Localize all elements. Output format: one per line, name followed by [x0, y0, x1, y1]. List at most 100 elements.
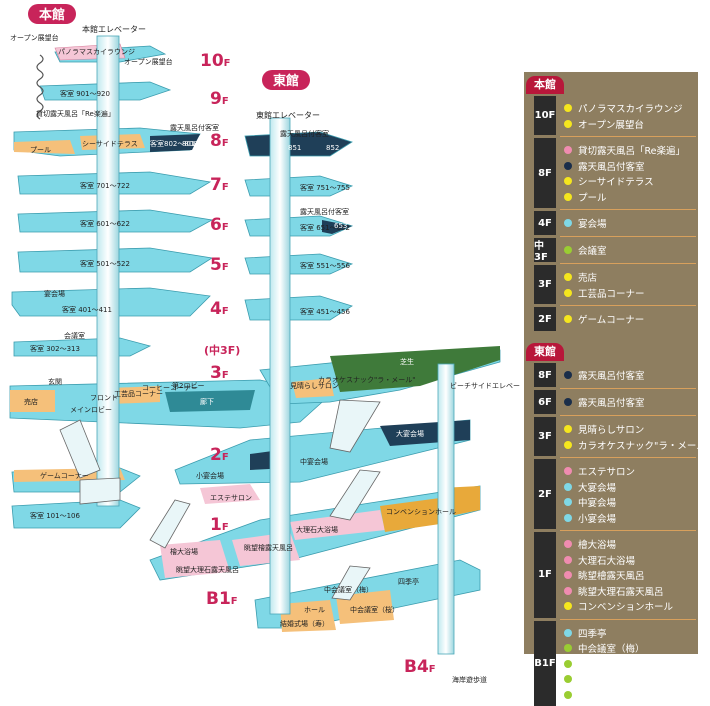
legend-separator	[560, 263, 696, 264]
legend-item: ゲームコーナー	[564, 311, 644, 327]
legend-separator	[560, 209, 696, 210]
label-mid-conf-ume: 中会議室（梅）	[324, 585, 373, 594]
label-hall: ホール	[304, 606, 325, 614]
label-rotenburo-east8: 露天風呂付客室	[280, 129, 329, 138]
legend-dot-icon	[564, 556, 572, 564]
legend-dot-icon	[564, 162, 572, 170]
legend-item: 宴会場	[564, 215, 607, 231]
legend-separator	[560, 415, 696, 416]
label-lawn: 芝生	[400, 357, 414, 366]
label-lobby2: 第2ロビー	[172, 381, 204, 390]
legend-item: 四季亭	[564, 625, 607, 641]
main-elevator-shaft	[97, 36, 119, 506]
legend-dot-icon	[564, 146, 572, 154]
label-chobo-hinoki: 眺望檜露天風呂	[244, 543, 293, 552]
legend-item-label: 中宴会場	[578, 495, 616, 509]
legend-dot-icon	[564, 177, 572, 185]
floor-label-7f: 7F	[210, 175, 229, 195]
legend-dot-icon	[564, 193, 572, 201]
legend-item-label: 中会議室（桜）	[578, 657, 645, 671]
legend-dot-icon	[564, 289, 572, 297]
legend-item: パノラマスカイラウンジ	[564, 100, 683, 116]
legend-item: 露天風呂付客室	[564, 394, 645, 410]
legend-item-label: 大宴会場	[578, 480, 616, 494]
label-kashikiri: 貸切露天風呂「Re楽遍」	[36, 109, 115, 118]
legend-item: 中会議室（桜）	[564, 656, 645, 672]
legend-dot-icon	[564, 273, 572, 281]
label-beachside-elevator: ビーチサイドエレベーター	[450, 381, 520, 390]
legend-dot-icon	[564, 467, 572, 475]
legend-item: コンベンションホール	[564, 598, 673, 614]
floor-label-3f: 3F	[210, 363, 229, 383]
legend-item: 会議室	[564, 242, 607, 258]
legend-separator	[560, 136, 696, 137]
legend-item: プール	[564, 189, 607, 205]
label-r302: 客室 302～313	[30, 344, 80, 353]
legend-dot-icon	[564, 629, 572, 637]
floor-label-5f: 5F	[210, 255, 229, 275]
legend-floor-b1f: B1F	[534, 621, 556, 706]
legend-item: 檜大浴場	[564, 536, 616, 552]
label-convention: コンベンションホール	[386, 508, 456, 516]
legend-floor-8f: 8F	[534, 363, 556, 387]
label-hall-mid: 中宴会場	[300, 457, 328, 466]
label-r751: 客室 751～755	[300, 183, 350, 192]
legend-item: 中会議室（梅）	[564, 640, 645, 656]
east-building-title: 東館	[273, 73, 299, 89]
legend-dot-icon	[564, 120, 572, 128]
legend-dot-icon	[564, 587, 572, 595]
label-entrance: 玄関	[48, 377, 62, 386]
label-karaoke: カラオケスナック"ラ・メール"	[318, 376, 415, 384]
legend-dot-icon	[564, 219, 572, 227]
legend-floor-3f: 3F	[534, 265, 556, 304]
label-meeting-room: 会議室	[64, 331, 85, 340]
legend-item: 露天風呂付客室	[564, 158, 645, 174]
legend-item-label: 眺望檜露天風呂	[578, 568, 645, 582]
legend-item-label: 大理石大浴場	[578, 553, 635, 567]
legend-main-head: 本館	[526, 76, 564, 94]
label-east-elevator: 東館エレベーター	[256, 110, 320, 120]
label-mid-conf-sakura: 中会議室（桜）	[350, 605, 399, 614]
legend-separator	[560, 530, 696, 531]
legend-item: 見晴らしサロン	[564, 421, 644, 437]
legend-item-label: 売店	[578, 270, 597, 284]
legend-item-label: 見晴らしサロン	[578, 422, 644, 436]
label-r401: 客室 401～411	[62, 305, 112, 314]
label-seaside: シーサイドテラス	[82, 140, 138, 148]
legend-item-label: シーサイドテラス	[578, 174, 654, 188]
label-hall-small: 小宴会場	[196, 471, 224, 480]
floor-label-b4f: B4F	[404, 657, 436, 677]
label-kaigan: 海岸遊歩道	[452, 675, 487, 684]
label-r852: 852	[326, 144, 339, 152]
label-r501: 客室 501～522	[80, 259, 130, 268]
label-r801: 801	[182, 140, 195, 148]
legend-item-label: 中会議室（梅）	[578, 641, 645, 655]
legend-item-label: 四季亭	[578, 626, 607, 640]
legend-item-label: 会議室	[578, 243, 607, 257]
label-r101: 客室 101～106	[30, 511, 80, 520]
legend-item-label: オープン展望台	[578, 117, 644, 131]
legend-item-label: プール	[578, 190, 607, 204]
label-r653: 653	[334, 222, 347, 230]
legend-item-label: ホール	[578, 672, 607, 686]
label-hinoki: 檜大浴場	[170, 547, 198, 556]
label-pool: プール	[30, 146, 51, 154]
east-elevator-shaft	[270, 118, 290, 614]
legend-item: 大理石大浴場	[564, 552, 635, 568]
legend-dot-icon	[564, 398, 572, 406]
legend-item-label: エステサロン	[578, 464, 635, 478]
floor-label-4f: 4F	[210, 299, 229, 319]
east-building-badge: 東館	[262, 70, 310, 90]
legend-item: 貸切露天風呂「Re楽遍」	[564, 142, 685, 158]
legend-floor-10f: 10F	[534, 96, 556, 135]
legend-floor-8f: 8F	[534, 138, 556, 208]
legend-dot-icon	[564, 498, 572, 506]
legend-item: ホール	[564, 671, 607, 687]
legend-dot-icon	[564, 571, 572, 579]
facility-legend: 本館 10F パノラマスカイラウンジオープン展望台 8F 貸切露天風呂「Re楽遍」露天…	[524, 72, 698, 654]
label-rotenburo-east6: 露天風呂付客室	[300, 207, 349, 216]
legend-floor-4f: 4F	[534, 211, 556, 235]
legend-separator	[560, 457, 696, 458]
label-r901: 客室 901～920	[60, 89, 110, 98]
legend-dot-icon	[564, 675, 572, 683]
